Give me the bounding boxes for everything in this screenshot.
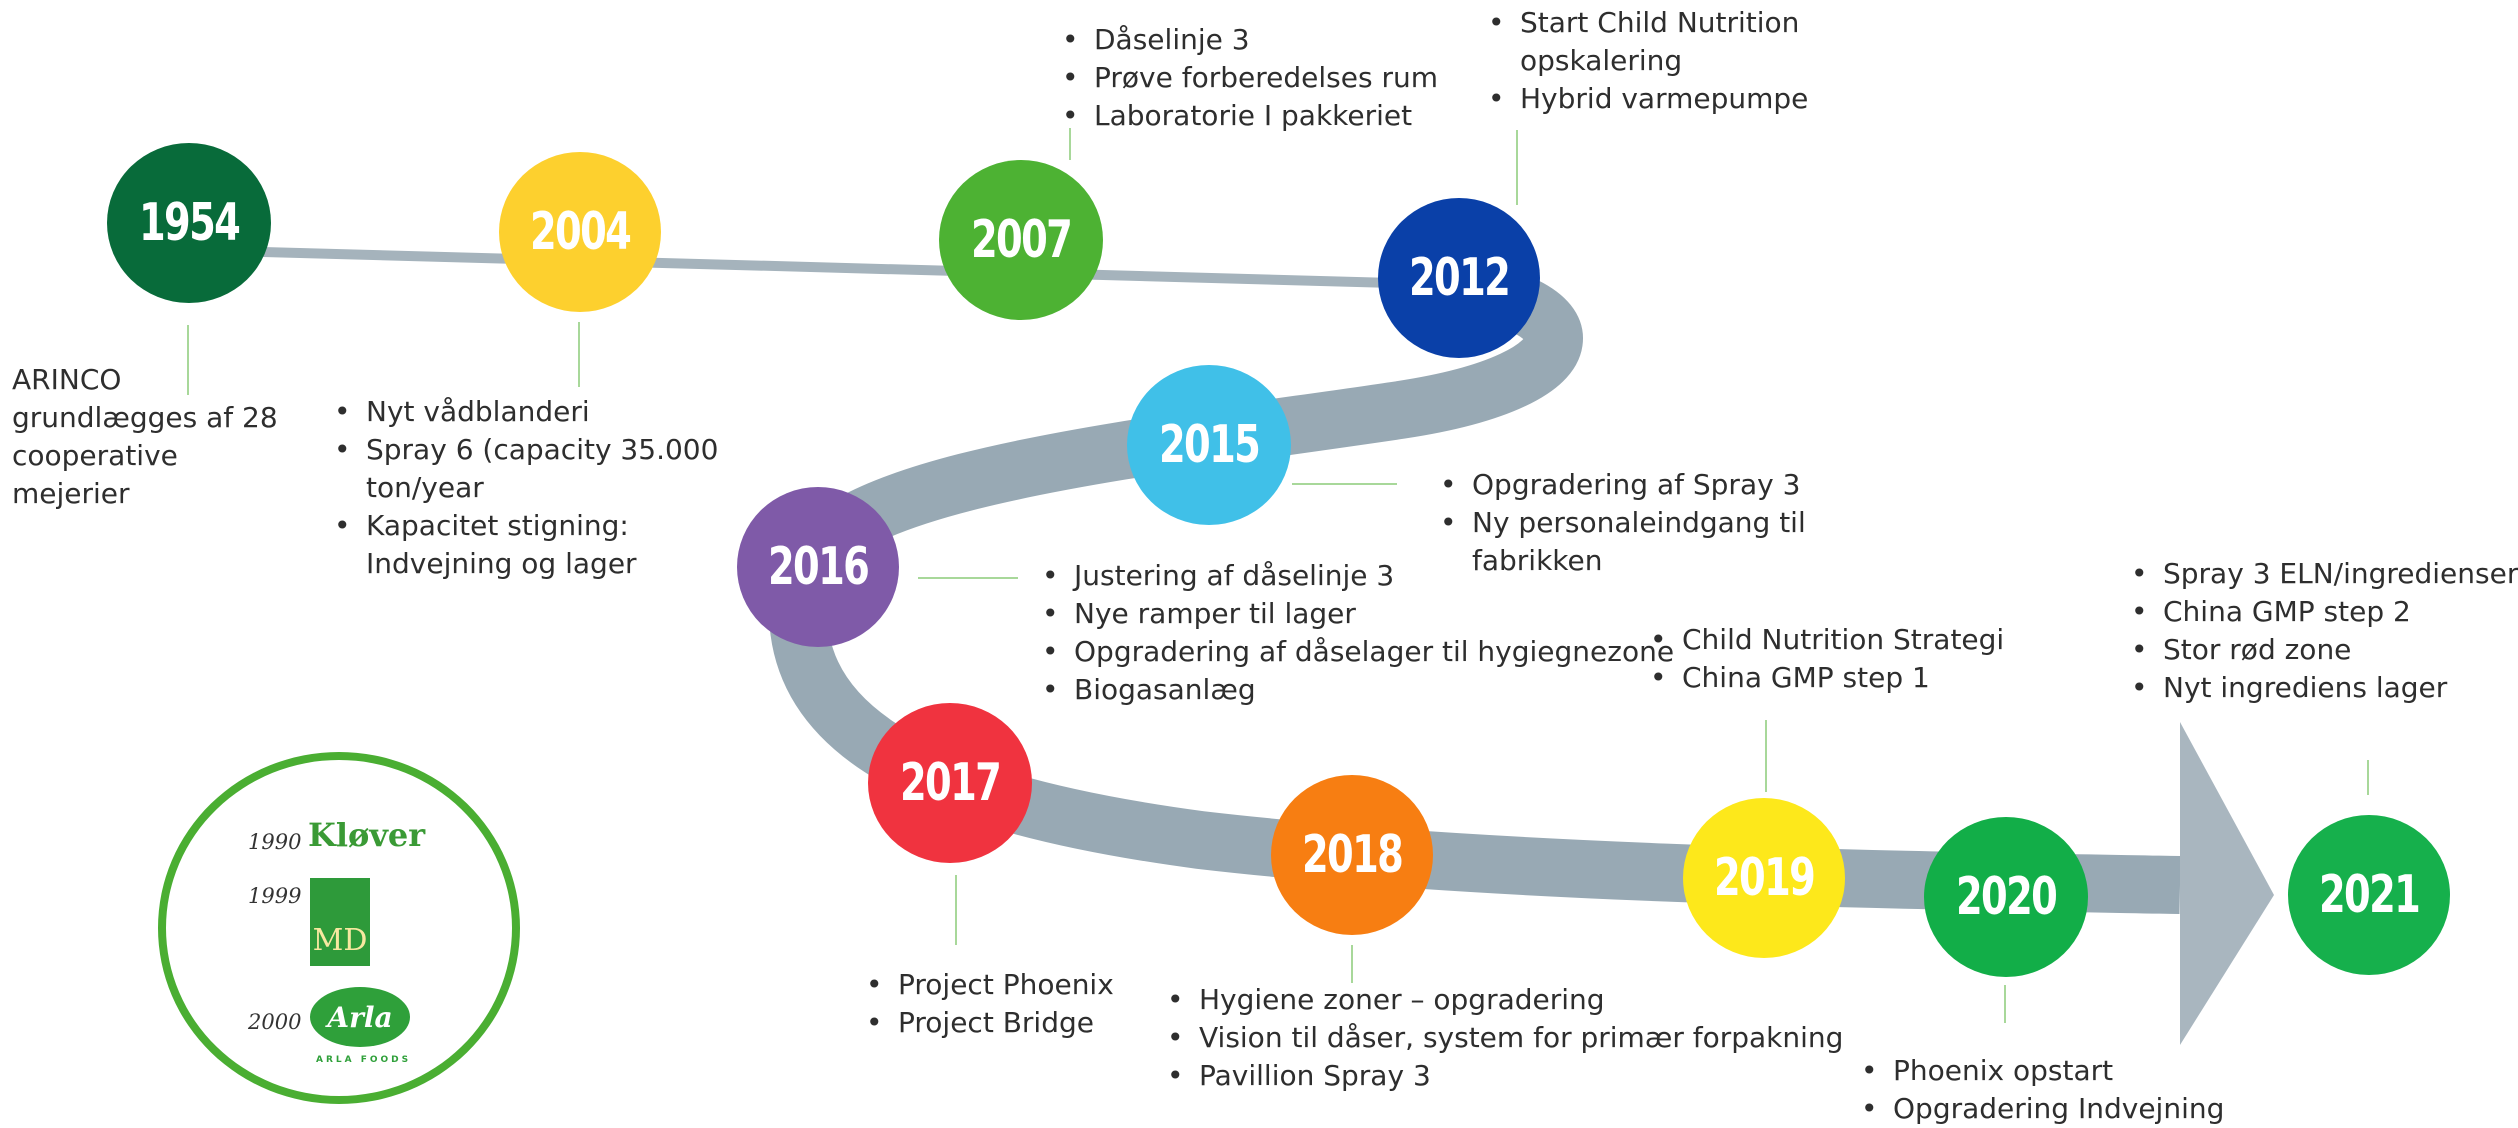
year-circle-2020: 2020: [1924, 817, 2088, 977]
list-item: Hygiene zoner – opgradering: [1163, 981, 1813, 1019]
year-circle-2012: 2012: [1378, 198, 1540, 358]
year-label: 2018: [1301, 825, 1404, 885]
list-item: Project Phoenix: [862, 966, 1162, 1004]
milestone-list-2012: Start Child Nutrition opskalering Hybrid…: [1484, 4, 1814, 118]
year-label: 2019: [1713, 848, 1816, 908]
list-item: Hybrid varmepumpe: [1484, 80, 1814, 118]
milestone-text-1954: ARINCO grundlægges af 28 cooperative mej…: [12, 363, 278, 510]
road-segment-top: [185, 245, 1435, 289]
year-circle-2017: 2017: [868, 703, 1032, 863]
year-label: 2007: [970, 210, 1073, 270]
year-circle-2004: 2004: [499, 152, 661, 312]
milestone-list-2018: Hygiene zoner – opgradering Vision til d…: [1163, 981, 1843, 1095]
milestone-list-2019: Child Nutrition Strategi China GMP step …: [1646, 621, 2004, 697]
arla-logo: Arla: [310, 987, 410, 1047]
list-item: Child Nutrition Strategi: [1646, 621, 2004, 659]
list-item: China GMP step 1: [1646, 659, 1986, 697]
list-item: Dåselinje 3: [1058, 21, 1488, 59]
year-circle-2019: 2019: [1683, 798, 1845, 958]
connector-2017: [955, 875, 957, 945]
brand-year-1990: 1990: [248, 830, 302, 854]
milestone-list-2007: Dåselinje 3 Prøve forberedelses rum Labo…: [1058, 21, 1488, 135]
list-item: Project Bridge: [862, 1004, 1162, 1042]
arla-logo-text: Arla: [327, 1000, 393, 1034]
arla-foods-text: ARLA FOODS: [316, 1055, 412, 1065]
milestone-list-2020: Phoenix opstart Opgradering Indvejning: [1857, 1052, 2257, 1128]
connector-2019: [1765, 720, 1767, 792]
year-label: 2020: [1955, 867, 2058, 927]
milestone-list-2004: Nyt vådblanderi Spray 6 (capacity 35.000…: [330, 393, 730, 583]
milestone-list-2016: Justering af dåselinje 3 Nye ramper til …: [1038, 557, 1674, 709]
list-item: Justering af dåselinje 3: [1038, 557, 1658, 595]
list-item: Pavillion Spray 3: [1163, 1057, 1813, 1095]
year-label: 2016: [767, 537, 870, 597]
list-item: Nyt ingrediens lager: [2127, 669, 2502, 707]
year-circle-2018: 2018: [1271, 775, 1433, 935]
connector-2004: [578, 322, 580, 387]
year-label: 1954: [138, 193, 241, 253]
year-label: 2012: [1408, 248, 1511, 308]
year-label: 2004: [529, 202, 632, 262]
connector-2020: [2004, 985, 2006, 1023]
list-item: Laboratorie I pakkeriet: [1058, 97, 1488, 135]
list-item: Spray 6 (capacity 35.000 ton/year: [330, 431, 730, 507]
list-item: Biogasanlæg: [1038, 671, 1658, 709]
year-circle-2016: 2016: [737, 487, 899, 647]
md-logo-text: MD: [312, 923, 368, 958]
list-item: Opgradering af dåselager til hygiegnezon…: [1038, 633, 1674, 671]
connector-2007: [1069, 128, 1071, 160]
list-item: Vision til dåser, system for primær forp…: [1163, 1019, 1843, 1057]
milestone-list-2021: Spray 3 ELN/ingredienser China GMP step …: [2127, 555, 2518, 707]
list-item: Spray 3 ELN/ingredienser: [2127, 555, 2518, 593]
connector-2021: [2367, 760, 2369, 795]
connector-2018: [1351, 945, 1353, 983]
connector-2016: [918, 577, 1018, 579]
brand-history-badge: 1990 Kløver 1999 MD 2000 Arla ARLA FOODS: [158, 752, 520, 1104]
connector-1954: [187, 325, 189, 395]
list-item: China GMP step 2: [2127, 593, 2502, 631]
road-arrow-head: [2180, 722, 2274, 1045]
list-item: Prøve forberedelses rum: [1058, 59, 1488, 97]
list-item: Start Child Nutrition opskalering: [1484, 4, 1814, 80]
milestone-list-2017: Project Phoenix Project Bridge: [862, 966, 1162, 1042]
klover-logo: Kløver: [308, 816, 426, 854]
list-item: Nyt vådblanderi: [330, 393, 730, 431]
list-item: Stor rød zone: [2127, 631, 2502, 669]
year-circle-2015: 2015: [1127, 365, 1291, 525]
brand-year-1999: 1999: [248, 884, 302, 908]
year-label: 2021: [2318, 865, 2421, 925]
list-item: Kapacitet stigning: Indvejning og lager: [330, 507, 730, 583]
list-item: Nye ramper til lager: [1038, 595, 1658, 633]
list-item: Opgradering Indvejning: [1857, 1090, 2257, 1128]
list-item: Phoenix opstart: [1857, 1052, 2257, 1090]
year-circle-2007: 2007: [939, 160, 1103, 320]
year-circle-2021: 2021: [2288, 815, 2450, 975]
brand-year-2000: 2000: [248, 1010, 302, 1034]
md-logo: MD: [310, 878, 370, 966]
year-label: 2017: [899, 753, 1002, 813]
connector-2012: [1516, 130, 1518, 205]
year-circle-1954: 1954: [107, 143, 271, 303]
connector-2015: [1292, 483, 1397, 485]
list-item: Opgradering af Spray 3: [1436, 466, 1836, 504]
year-label: 2015: [1158, 415, 1261, 475]
